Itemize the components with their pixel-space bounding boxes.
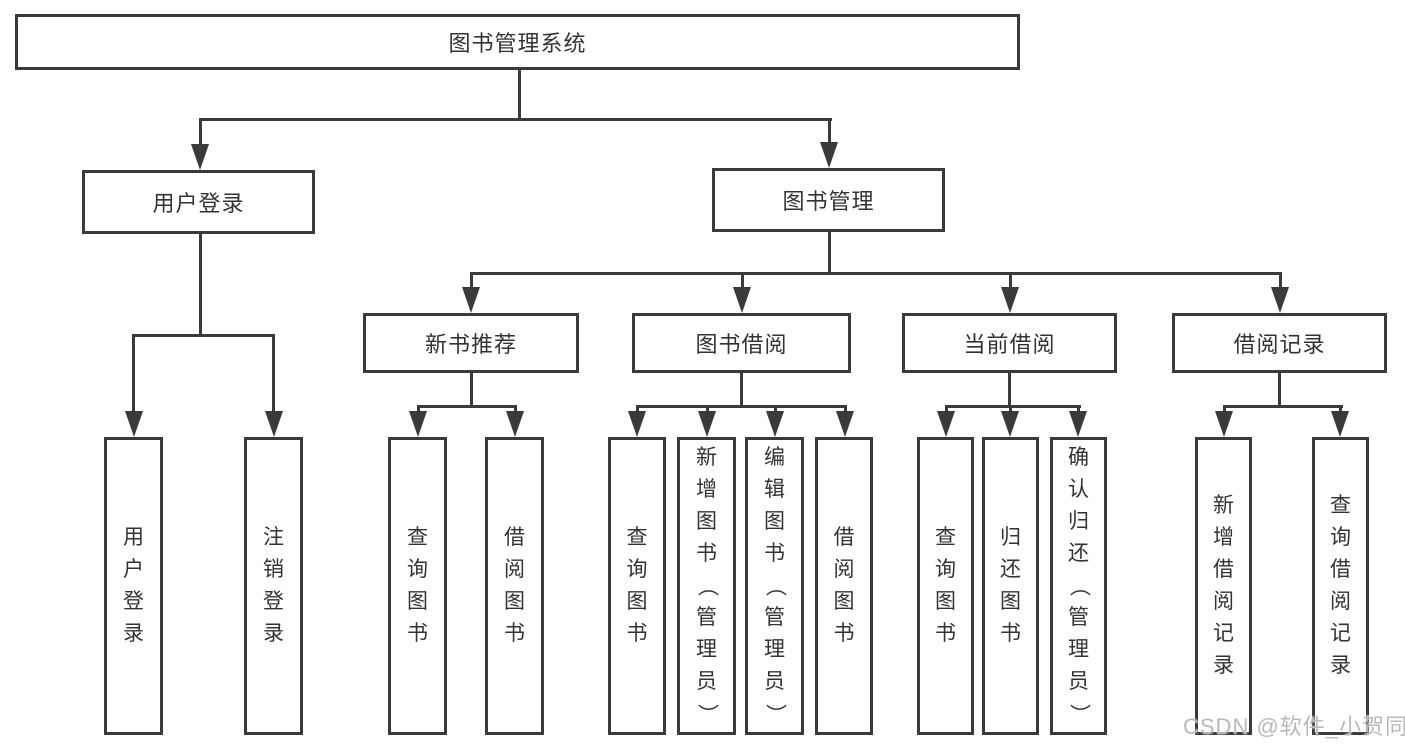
connector-leaf-stem: [945, 405, 948, 415]
arrow-head: [409, 411, 427, 437]
connector-newbook-branch: [417, 405, 517, 408]
node-label: 查询图书: [626, 526, 648, 645]
node-label: 图书管理: [782, 189, 875, 214]
node-label: 查询图书: [935, 526, 956, 645]
node-label: 当前借阅: [963, 332, 1056, 357]
leaf-logout: 注销登录: [244, 437, 303, 735]
node-label: 借阅图书: [833, 526, 855, 645]
leaf-return-books: 归还图书: [982, 437, 1039, 735]
node-label: 归还图书: [1000, 526, 1021, 645]
connector-leaf-stem: [1339, 405, 1342, 415]
arrow-head: [937, 411, 955, 437]
arrow-head: [1001, 287, 1019, 313]
node-user-login: 用户登录: [82, 170, 315, 234]
node-label: 查询图书: [407, 526, 428, 645]
leaf-query-borrow-record: 查询借阅记录: [1312, 437, 1369, 735]
connector-leaf-stem: [844, 405, 847, 415]
connector-leaf-stem: [636, 405, 639, 415]
connector-userlogin-branch: [132, 334, 275, 337]
connector-leaf-stem: [1009, 405, 1012, 415]
connector-leaf-stem: [1223, 405, 1226, 415]
connector-bookborrow-branch: [636, 405, 846, 408]
connector-leaf-stem: [514, 405, 517, 415]
connector-currentborrow-branch: [945, 405, 1081, 408]
connector-userlogin-stem: [199, 234, 202, 337]
connector-to-book-management: [828, 118, 831, 148]
arrow-head: [125, 411, 143, 437]
connector-bookmgmt-branch: [470, 272, 1282, 275]
arrow-head: [820, 142, 838, 168]
connector-borrowrecord-branch: [1223, 405, 1343, 408]
connector-currentborrow-stem: [1008, 373, 1011, 408]
node-label: 新增图书（管理员）: [695, 446, 719, 725]
node-label: 借阅记录: [1233, 332, 1326, 357]
connector-leaf-stem: [272, 334, 275, 414]
node-label: 图书借阅: [695, 332, 788, 357]
arrow-head: [1271, 287, 1289, 313]
arrow-head: [1069, 411, 1087, 437]
arrow-head: [836, 411, 854, 437]
leaf-confirm-return-admin: 确认归还（管理员）: [1050, 437, 1107, 735]
node-current-borrow: 当前借阅: [902, 313, 1117, 373]
connector-leaf-stem: [470, 272, 473, 290]
connector-root-branch: [199, 118, 832, 121]
node-label: 新增借阅记录: [1213, 494, 1234, 677]
arrow-head: [1331, 411, 1349, 437]
leaf-user-login: 用户登录: [104, 437, 163, 735]
node-label: 借阅图书: [504, 526, 525, 645]
connector-leaf-stem: [1279, 272, 1282, 290]
connector-newbook-stem: [470, 373, 473, 408]
connector-leaf-stem: [417, 405, 420, 415]
arrow-head: [733, 287, 751, 313]
connector-bookborrow-stem: [740, 373, 743, 408]
connector-borrowrecord-stem: [1278, 373, 1281, 408]
leaf-edit-books-admin: 编辑图书（管理员）: [745, 437, 804, 735]
connector-leaf-stem: [741, 272, 744, 290]
node-new-book-recommend: 新书推荐: [363, 313, 579, 373]
node-label: 用户登录: [123, 526, 144, 645]
connector-leaf-stem: [1077, 405, 1080, 415]
leaf-query-books-newbook: 查询图书: [388, 437, 447, 735]
leaf-borrow-books-borrow: 借阅图书: [815, 437, 873, 735]
node-label: 新书推荐: [424, 332, 517, 357]
node-borrow-records: 借阅记录: [1172, 313, 1387, 373]
leaf-borrow-books-newbook: 借阅图书: [485, 437, 544, 735]
node-book-management: 图书管理: [712, 168, 945, 232]
leaf-add-books-admin: 新增图书（管理员）: [677, 437, 736, 735]
node-library-management-system: 图书管理系统: [15, 14, 1020, 70]
connector-bookmgmt-stem: [828, 232, 831, 274]
arrow-head: [191, 144, 209, 170]
connector-to-user-login: [199, 118, 202, 150]
arrow-head: [1215, 411, 1233, 437]
arrow-head: [462, 287, 480, 313]
connector-root-stem: [518, 70, 521, 120]
leaf-add-borrow-record: 新增借阅记录: [1195, 437, 1252, 735]
connector-leaf-stem: [1009, 272, 1012, 290]
connector-leaf-stem: [706, 405, 709, 415]
node-book-borrow: 图书借阅: [632, 313, 851, 373]
arrow-head: [628, 411, 646, 437]
arrow-head: [766, 411, 784, 437]
node-label: 图书管理系统: [448, 31, 587, 56]
node-label: 确认归还（管理员）: [1067, 446, 1091, 725]
arrow-head: [265, 411, 283, 437]
leaf-query-books-borrow: 查询图书: [608, 437, 666, 735]
connector-leaf-stem: [132, 334, 135, 414]
node-label: 查询借阅记录: [1330, 494, 1351, 677]
arrow-head: [506, 411, 524, 437]
node-label: 用户登录: [152, 191, 245, 216]
arrow-head: [1001, 411, 1019, 437]
node-label: 编辑图书（管理员）: [763, 446, 787, 725]
connector-leaf-stem: [774, 405, 777, 415]
arrow-head: [698, 411, 716, 437]
leaf-query-books-current: 查询图书: [917, 437, 974, 735]
watermark: CSDN @软件_小贺同学: [1183, 714, 1405, 739]
node-label: 注销登录: [263, 526, 284, 645]
